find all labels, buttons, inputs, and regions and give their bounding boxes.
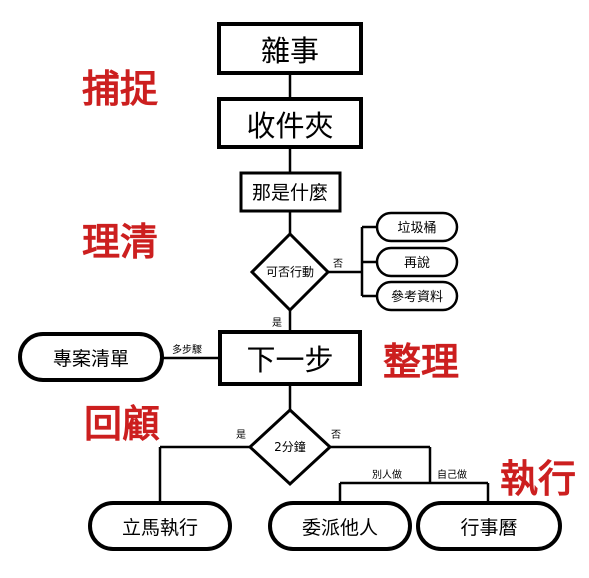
someday-label: 再說 [404,255,430,271]
actionable-label: 可否行動 [266,265,314,279]
someday-pill [375,246,459,278]
two-minute-label: 2分鐘 [274,439,306,454]
what-box [239,171,342,213]
what-label: 那是什麼 [252,182,328,204]
two-minute-diamond [247,407,333,487]
project-list-label: 專案清單 [53,348,129,370]
stage-capture: 捕捉 [82,66,159,111]
zashi-label: 雜事 [261,34,319,68]
edge-label-no-2: 否 [331,429,341,441]
trash-pill [375,211,459,243]
reference-label: 參考資料 [391,290,443,305]
next-action-box [218,330,362,386]
reference-pill [375,280,459,312]
next-action-label: 下一步 [246,343,333,377]
delegate-pill [268,501,412,551]
inbox-box [217,97,363,149]
edge-label-self: 自己做 [437,468,467,481]
project-list-pill [18,332,164,382]
stage-organize: 整理 [383,339,459,384]
do-now-label: 立馬執行 [122,517,198,539]
zashi-box [217,22,363,75]
stage-engage: 執行 [500,456,576,501]
inbox-label: 收件夾 [246,109,333,143]
edge-label-multi-step: 多步驟 [172,343,202,356]
delegate-label: 委派他人 [302,517,378,539]
do-now-pill [88,501,232,551]
stage-review: 回顧 [84,401,160,446]
stage-clarify: 理清 [82,219,158,264]
edge-label-no-1: 否 [333,258,343,270]
calendar-pill [416,501,562,551]
edge-label-yes-1: 是 [272,317,282,329]
connectors [158,73,490,503]
edge-label-others: 別人做 [372,468,402,481]
calendar-label: 行事曆 [460,517,517,539]
trash-label: 垃圾桶 [397,221,436,236]
edge-label-yes-2: 是 [236,429,246,441]
actionable-diamond [249,231,331,313]
